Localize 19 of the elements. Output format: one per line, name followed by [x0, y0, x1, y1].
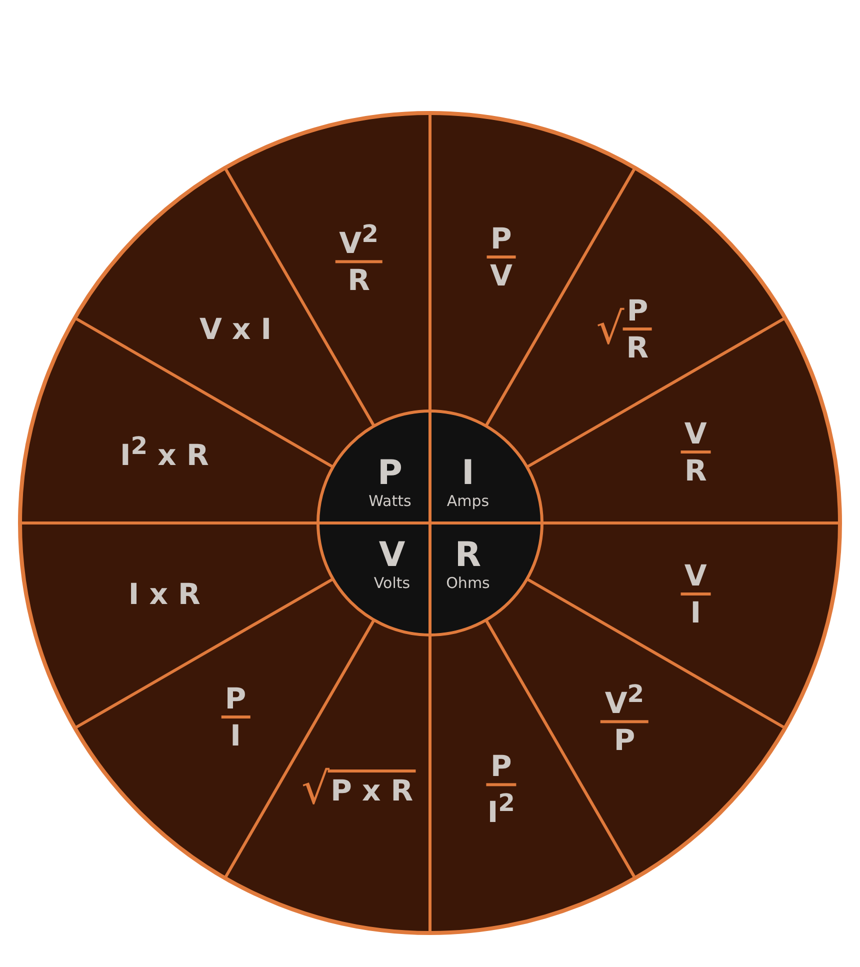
unit-label: Ohms — [446, 574, 490, 592]
formula: V R — [680, 416, 711, 488]
formula: V$^{2}$ R — [335, 218, 382, 298]
unit-label: Amps — [446, 492, 490, 510]
formula: V I — [680, 558, 711, 630]
quantity-symbol: R — [454, 537, 482, 573]
quantity-symbol: I — [462, 455, 474, 491]
formula: V$^{2}$ P — [600, 678, 648, 758]
formula: √P x R — [302, 763, 416, 814]
quantity-symbol: P — [378, 455, 402, 491]
quantity-symbol: V — [378, 537, 406, 573]
formula: V x I — [199, 312, 272, 346]
unit-label: Watts — [368, 492, 412, 510]
formula: P I — [220, 682, 250, 753]
formula: I$^{2}$ x R — [120, 432, 209, 472]
formula: P V — [486, 222, 516, 293]
formula: P I$^{2}$ — [483, 748, 519, 828]
formula: I x R — [128, 577, 200, 612]
unit-label: Volts — [374, 574, 410, 592]
